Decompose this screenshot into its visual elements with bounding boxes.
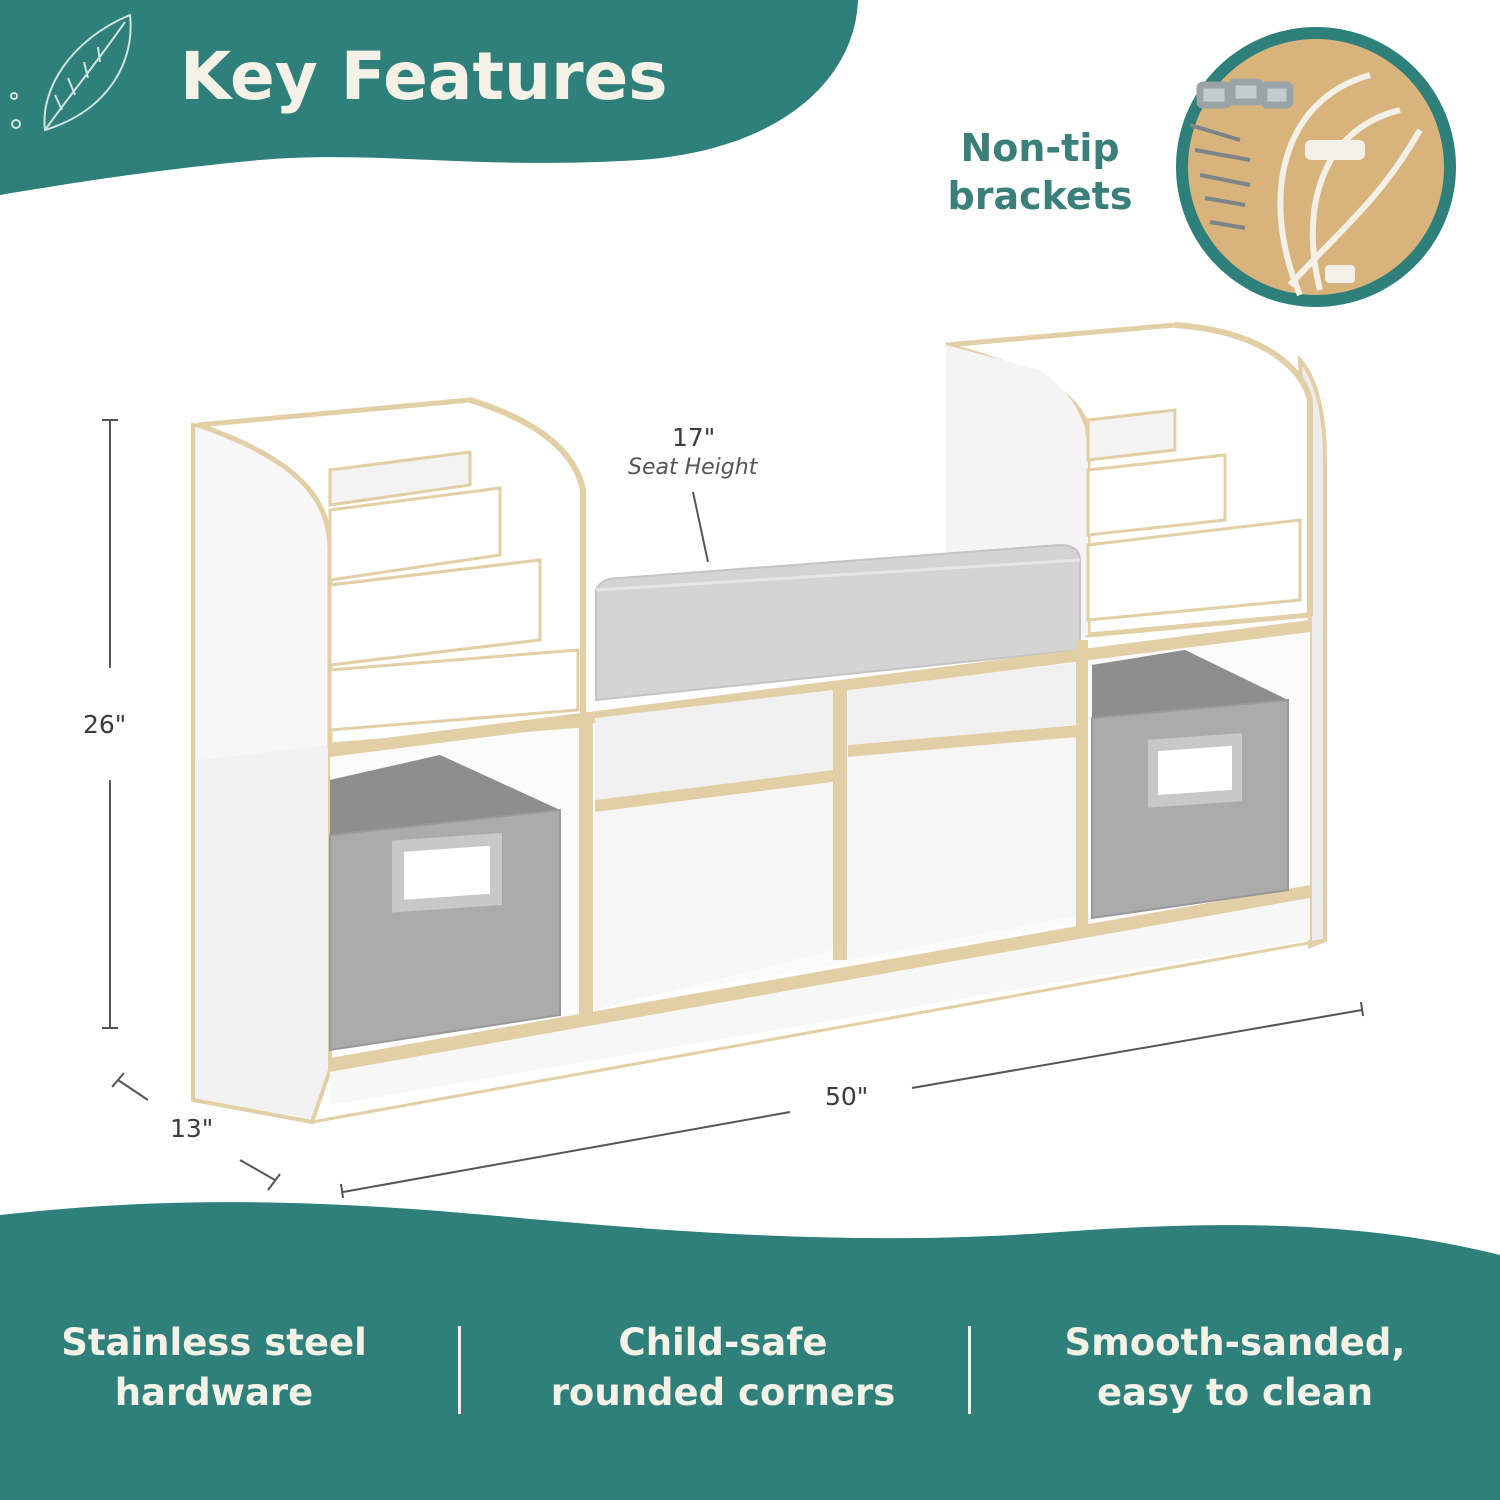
left-storage-bin [329,755,561,1052]
right-storage-bin [1091,650,1289,920]
callout-line-2: brackets [947,174,1133,218]
header-banner [0,0,858,195]
bookcase [191,322,1327,1125]
footer-banner [0,1202,1500,1500]
feature-smooth-sanded: Smooth-sanded, easy to clean [1015,1318,1455,1418]
feature-line-1: Stainless steel [61,1321,367,1364]
feature-line-1: Child-safe [618,1321,828,1364]
width-dimension: 50" [825,1082,869,1111]
feature-line-2: hardware [114,1371,314,1414]
feature-child-safe: Child-safe rounded corners [503,1318,943,1418]
callout-line-1: Non-tip [960,126,1120,170]
depth-dimension: 13" [170,1114,214,1143]
feature-line-1: Smooth-sanded, [1064,1321,1406,1364]
feature-line-2: rounded corners [550,1371,896,1414]
feature-divider [458,1326,461,1414]
feature-line-2: easy to clean [1096,1371,1374,1414]
seat-height-label: Seat Height [628,455,758,480]
dimension-lines [102,419,1364,1199]
left-display-outer [198,425,330,760]
page-title: Key Features [180,38,668,115]
brackets-photo [1176,27,1456,307]
non-tip-brackets-label: Non-tip brackets [925,124,1155,220]
feature-stainless-steel: Stainless steel hardware [0,1318,434,1418]
feature-divider [968,1326,971,1414]
seat-height-value: 17" [672,423,716,452]
leaf-icon [10,13,132,132]
height-dimension: 26" [83,710,127,739]
